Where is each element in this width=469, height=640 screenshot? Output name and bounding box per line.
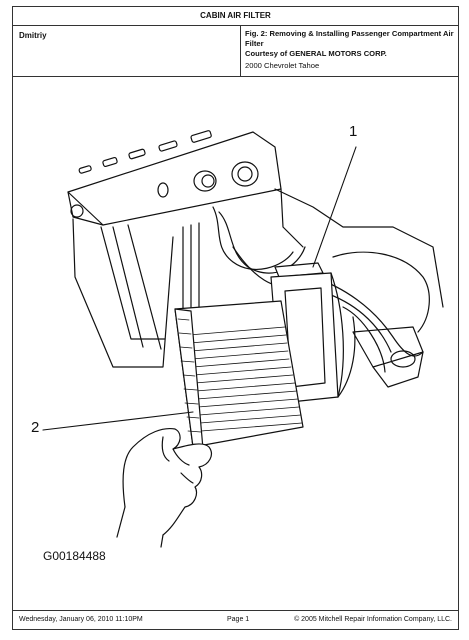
document-title: CABIN AIR FILTER: [13, 7, 458, 26]
footer-date: Wednesday, January 06, 2010 11:10PM: [19, 616, 143, 623]
callout-1-label: 1: [349, 123, 358, 140]
figure-id: G00184488: [43, 549, 106, 563]
footer-page-number: Page 1: [227, 616, 250, 623]
footer-copyright: © 2005 Mitchell Repair Information Compa…: [294, 616, 452, 623]
document-frame: CABIN AIR FILTER Dmitriy Fig. 2: Removin…: [12, 6, 459, 630]
author-cell: Dmitriy: [13, 25, 241, 77]
callout-2-label: 2: [31, 419, 40, 436]
caption-cell: Fig. 2: Removing & Installing Passenger …: [241, 25, 458, 77]
figure-caption: Fig. 2: Removing & Installing Passenger …: [245, 29, 454, 48]
cabin-filter-illustration: [42, 130, 444, 548]
vehicle-line: 2000 Chevrolet Tahoe: [245, 61, 320, 70]
courtesy-line: Courtesy of GENERAL MOTORS CORP.: [245, 49, 387, 58]
page-footer: Wednesday, January 06, 2010 11:10PM Page…: [13, 610, 458, 629]
author-name: Dmitriy: [19, 31, 47, 40]
illustration-area: 1 2 G00184488: [13, 77, 458, 613]
